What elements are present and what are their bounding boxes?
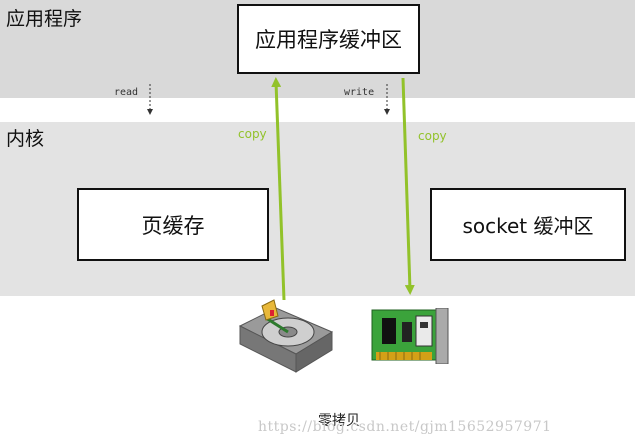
- read-call-label: read: [114, 87, 139, 98]
- application-region-label: 应用程序: [6, 8, 83, 30]
- right-copy-arrow: [401, 77, 415, 295]
- kernel-region-label: 内核: [6, 128, 45, 150]
- application-buffer-label: 应用程序缓冲区: [255, 28, 402, 52]
- socket-buffer-label: socket 缓冲区: [462, 214, 594, 238]
- network-card-icon: [371, 308, 449, 364]
- left-copy-arrow: [271, 77, 286, 301]
- application-buffer-box: 应用程序缓冲区: [237, 4, 420, 74]
- right-copy-label: copy: [418, 129, 447, 143]
- hard-disk-icon: [238, 299, 334, 373]
- diagram-caption: 零拷贝: [318, 413, 360, 429]
- left-copy-label: copy: [238, 127, 267, 141]
- write-call-label: write: [344, 87, 375, 98]
- page-cache-box: 页缓存: [77, 188, 269, 261]
- watermark-url: https://blog.csdn.net/gjm15652957971: [258, 419, 552, 435]
- socket-buffer-box: socket 缓冲区: [430, 188, 626, 261]
- page-cache-label: 页缓存: [141, 213, 205, 238]
